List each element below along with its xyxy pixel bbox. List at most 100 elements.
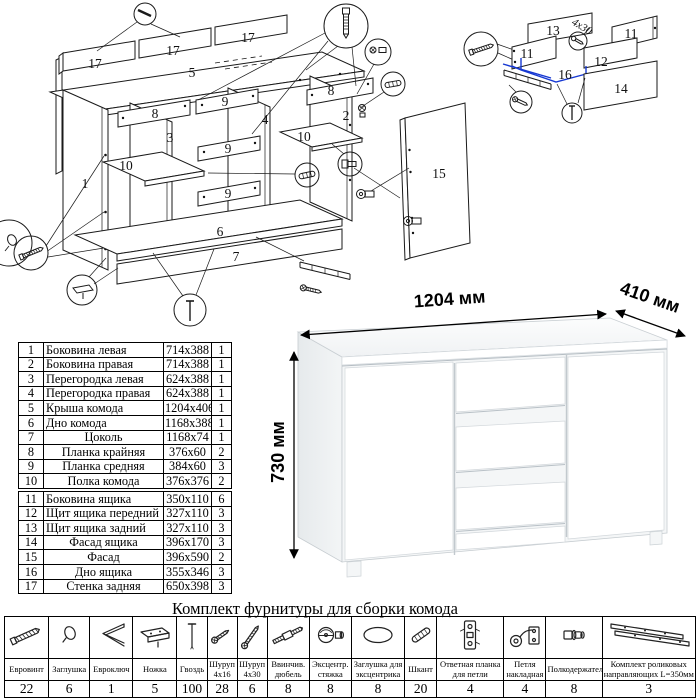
part-number-cell: 2 <box>18 356 44 373</box>
part-qty-cell: 3 <box>211 578 232 595</box>
part-label: 3 <box>167 130 174 145</box>
part-17-back-strips <box>58 14 288 75</box>
parts-table-row: 9 Планка средняя 384x60 3 <box>18 458 232 475</box>
parts-table-row: 11 Боковина ящика 350x110 6 <box>18 490 232 507</box>
hardware-name-cell: Ответная планка для петли <box>436 658 505 681</box>
part-qty-cell: 2 <box>211 473 232 489</box>
drawer-exploded-view: 13 11 11 12 16 14 4x30 <box>463 12 658 124</box>
part-label: 7 <box>233 249 240 264</box>
nail-detail-circle <box>96 2 181 52</box>
part-size-cell: 327x110 <box>163 505 212 522</box>
part-label: 5 <box>189 65 196 80</box>
part-name-cell: Дно ящика <box>43 563 164 580</box>
part-name-cell: Перегородка левая <box>43 371 164 387</box>
screw-small-icon <box>206 616 238 659</box>
euroscrew-detail-circle <box>13 155 105 271</box>
part-name-cell: Фасад ящика <box>43 534 164 551</box>
nail-detail-circle <box>556 77 586 124</box>
part-qty-cell: 1 <box>211 429 232 446</box>
hardware-qty-cell: 6 <box>48 680 91 698</box>
part-qty-cell: 1 <box>211 356 232 373</box>
part-name-cell: Щит ящика передний <box>43 505 164 522</box>
cap-icon <box>48 616 91 659</box>
foot-detail-circle <box>66 257 119 306</box>
hardware-icons-row <box>3 616 697 659</box>
dresser-top-band <box>341 339 668 366</box>
part-size-cell: 327x110 <box>163 520 212 536</box>
screw-long-icon <box>236 616 268 659</box>
part-label: 16 <box>558 67 572 82</box>
part-label: 17 <box>241 30 255 45</box>
dresser-foot-left <box>346 560 362 578</box>
parts-table-row: 6 Дно комода 1168x388 1 <box>18 414 232 431</box>
hardware-name-cell: Петля накладная <box>503 658 547 681</box>
part-size-cell: 376x376 <box>163 473 212 489</box>
hardware-qty-cell: 5 <box>132 680 178 698</box>
hardware-qty-cell: 8 <box>308 680 352 698</box>
hardware-name-cell: Полкодержатель <box>545 658 603 681</box>
cam-lock-icon <box>358 104 366 118</box>
screw-detail-circle <box>508 84 533 114</box>
shelf-pin-icon <box>545 616 603 659</box>
dresser-drawer-1[interactable] <box>455 356 566 413</box>
part-number-cell: 4 <box>18 385 44 402</box>
hardware-name-cell: Ножка <box>132 658 178 681</box>
dresser-drawer-3[interactable] <box>455 481 566 531</box>
hardware-qty-cell: 22 <box>3 680 50 698</box>
hardware-qty-cell: 1 <box>89 680 134 698</box>
part-label: 4 <box>262 112 269 127</box>
part-qty-cell: 1 <box>211 400 232 416</box>
part-label: 17 <box>166 43 180 58</box>
depth-dimension-label: 410 мм <box>618 278 683 317</box>
hardware-name-cell: Шкант <box>404 658 438 681</box>
part-name-cell: Цоколь <box>43 429 164 446</box>
drawer-slides-icon <box>601 616 697 659</box>
hardware-name-cell: Заглушка для эксцентрика <box>350 658 406 681</box>
part-8-rail-right <box>306 77 374 106</box>
part-number-cell: 11 <box>18 490 44 507</box>
part-size-cell: 624x388 <box>163 385 212 402</box>
part-size-cell: 1204x406 <box>163 400 212 416</box>
parts-table-row: 7 Цоколь 1168x74 1 <box>18 429 232 446</box>
part-size-cell: 1168x388 <box>163 414 212 431</box>
part-number-cell: 1 <box>18 342 44 358</box>
hardware-name-cell: Ввинчив. дюбель <box>266 658 310 681</box>
part-name-cell: Дно комода <box>43 414 164 431</box>
part-name-cell: Боковина ящика <box>43 490 164 507</box>
part-15-door <box>399 102 471 261</box>
parts-table-row: 15 Фасад 396x590 2 <box>18 549 232 565</box>
part-qty-cell: 1 <box>211 414 232 431</box>
part-number-cell: 7 <box>18 429 44 446</box>
part-name-cell: Фасад <box>43 549 164 565</box>
bolt-detail-circle <box>197 3 369 135</box>
part-label: 10 <box>119 158 133 173</box>
dresser-view: 1204 мм 410 мм 730 мм <box>268 278 686 578</box>
dresser-left-door[interactable] <box>344 361 454 561</box>
part-name-cell: Планка крайняя <box>43 444 164 460</box>
part-label: 9 <box>222 94 229 109</box>
hinge-icon <box>353 167 422 226</box>
part-number-cell: 16 <box>18 563 44 580</box>
hinge-icon <box>356 167 410 199</box>
parts-table-row: 16 Дно ящика 355x346 3 <box>18 563 232 580</box>
width-dimension-label: 1204 мм <box>413 287 486 312</box>
parts-table-row: 3 Перегородка левая 624x388 1 <box>18 371 232 387</box>
part-size-cell: 396x170 <box>163 534 212 551</box>
parts-table-drawers: 11 Боковина ящика 350x110 6 12 Щит ящика… <box>18 490 232 595</box>
dresser-right-door[interactable] <box>567 351 665 540</box>
part-number-cell: 14 <box>18 534 44 551</box>
part-number-cell: 5 <box>18 400 44 416</box>
part-label: 11 <box>625 26 638 41</box>
dresser-drawer-2[interactable] <box>455 420 566 472</box>
parts-table-row: 4 Перегородка правая 624x388 1 <box>18 385 232 402</box>
hardware-qty-cell: 4 <box>503 680 547 698</box>
dowel-detail-circle <box>207 162 320 188</box>
part-number-cell: 8 <box>18 444 44 460</box>
part-label: 15 <box>432 166 446 181</box>
hardware-name-cell: Эксцентр. стяжка <box>308 658 352 681</box>
foot-icon <box>132 616 178 659</box>
screw-detail-circle <box>568 27 591 51</box>
